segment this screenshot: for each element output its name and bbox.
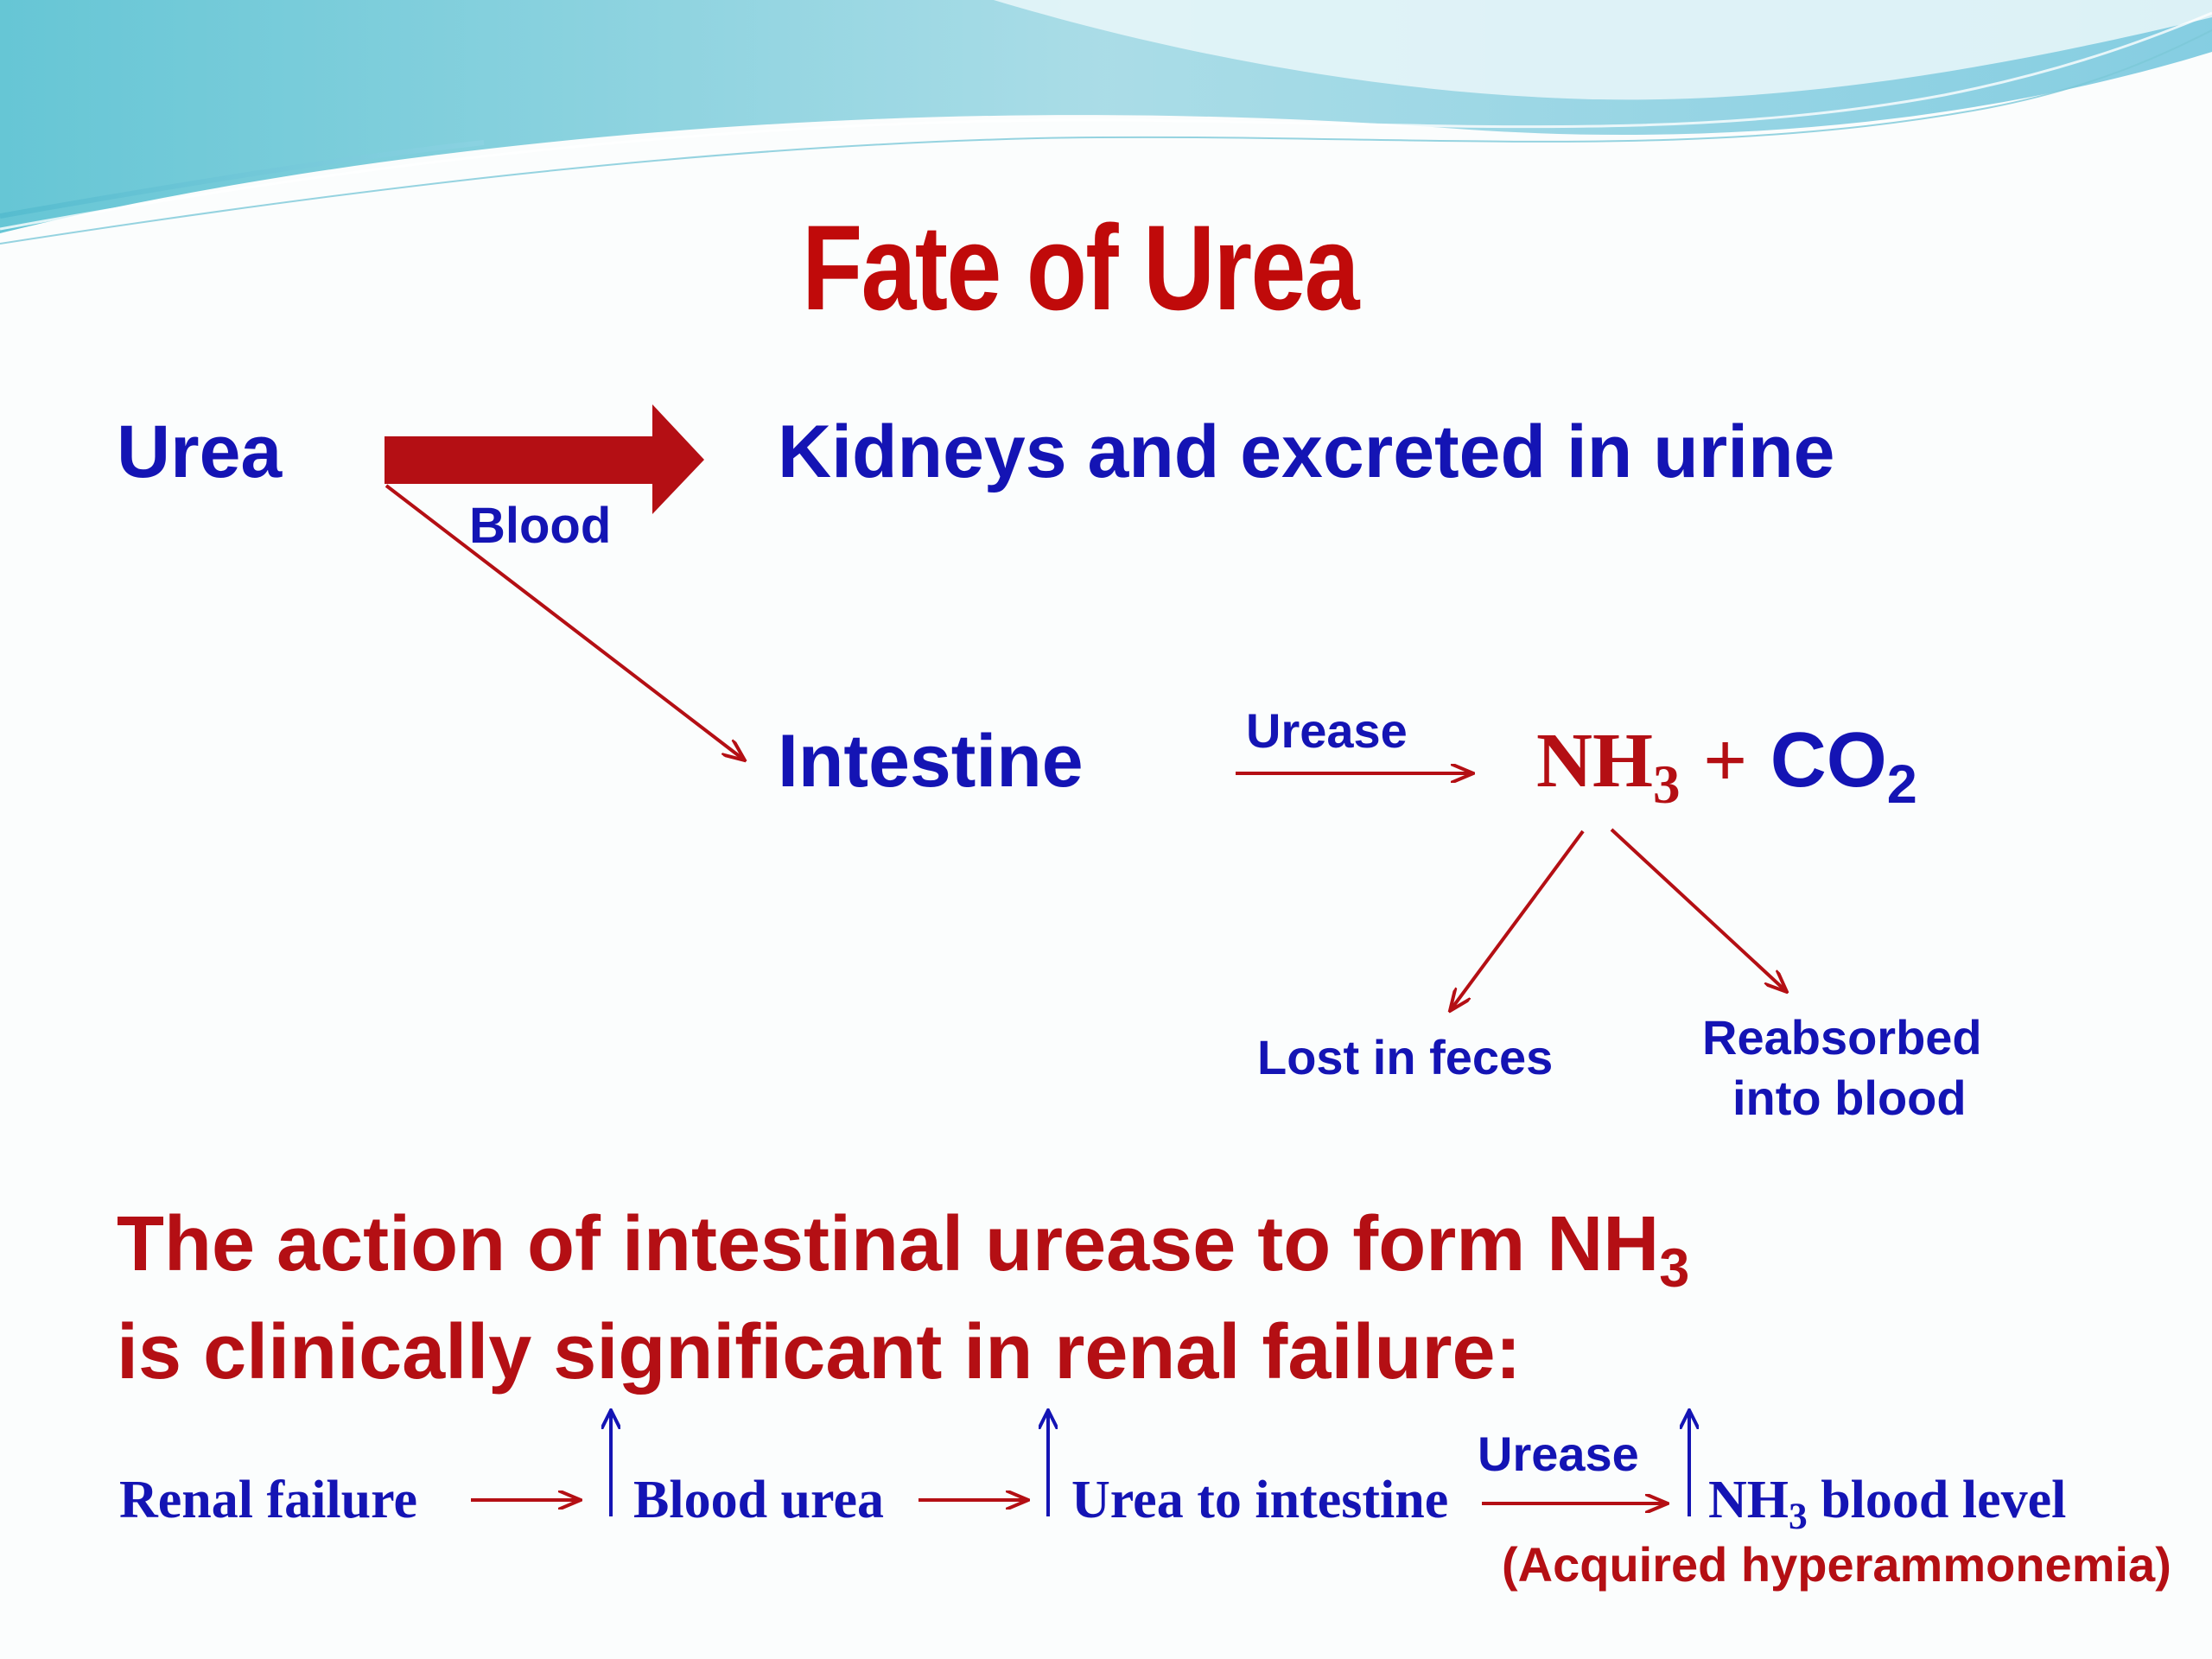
blood-label: Blood (469, 498, 612, 554)
blood-urea-label: Blood urea (633, 1471, 884, 1529)
plus-sign: + (1703, 718, 1748, 804)
note-line-2: is clinically significant in renal failu… (117, 1309, 1522, 1395)
reabsorbed-label-line1: Reabsorbed (1702, 1010, 1982, 1065)
arrow-to-intestine (385, 484, 745, 760)
nh3-formula: NH3 (1536, 718, 1681, 815)
arrow-to-reabsorbed (1610, 828, 1787, 992)
page-title: Fate of Urea (802, 200, 1359, 335)
renal-failure-label: Renal failure (119, 1471, 417, 1529)
intestine-label: Intestine (778, 720, 1084, 803)
urease-label: Urease (1246, 703, 1408, 758)
kidneys-label: Kidneys and excreted in urine (778, 410, 1835, 493)
urea-label: Urea (117, 410, 283, 493)
chain-urease-label: Urease (1478, 1427, 1639, 1481)
block-arrow-to-kidneys (385, 404, 704, 514)
nh3-blood-level-label: NH3 blood level (1708, 1471, 2067, 1538)
reabsorbed-label-line2: into blood (1732, 1071, 1967, 1125)
co2-formula: CO2 (1770, 717, 1917, 815)
arrow-to-feces (1450, 830, 1585, 1011)
products-formula: NH3 + CO2 (1536, 721, 1917, 811)
lost-in-feces-label: Lost in feces (1257, 1030, 1554, 1084)
note-line-1: The action of intestinal urease to form … (117, 1201, 1690, 1299)
urea-to-intestine-label: Urea to intestine (1071, 1471, 1449, 1529)
header-wave-decoration (0, 0, 2212, 245)
acquired-hyperammonemia-label: (Acquired hyperammonemia) (1502, 1537, 2171, 1592)
